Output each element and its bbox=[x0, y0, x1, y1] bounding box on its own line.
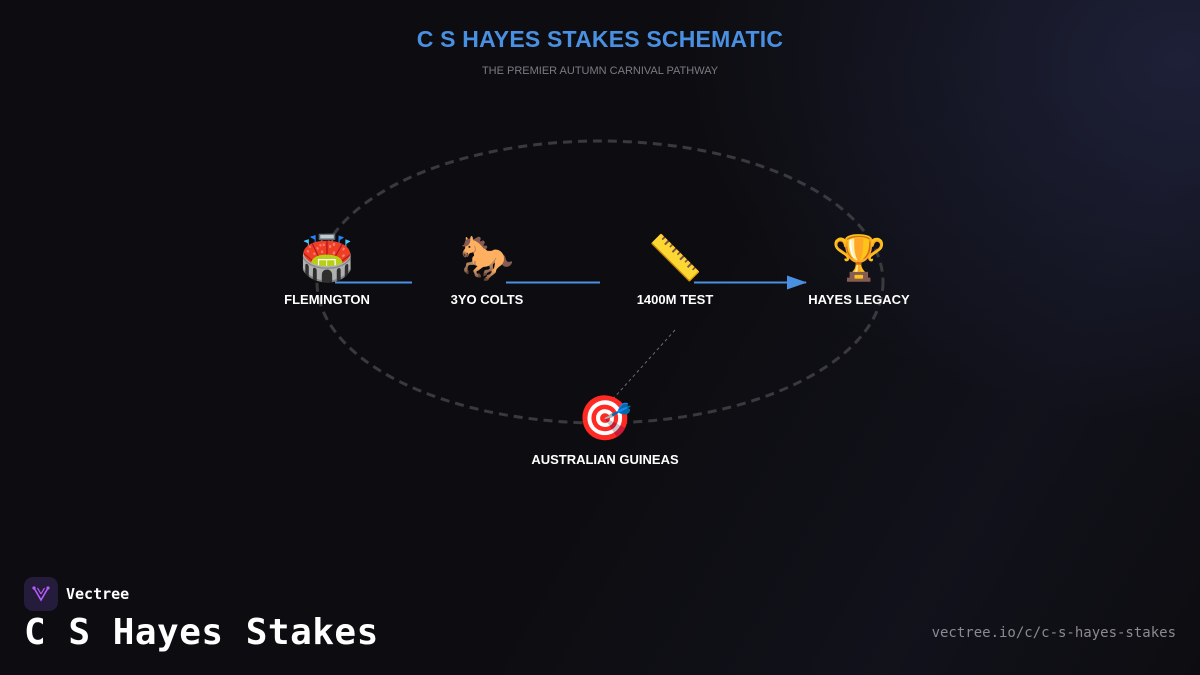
footer-title: C S Hayes Stakes bbox=[24, 612, 379, 653]
node-label-1400m-test: 1400M TEST bbox=[636, 292, 714, 307]
cycle-ellipse bbox=[315, 139, 885, 425]
node-label-3yo-colts: 3YO COLTS bbox=[450, 292, 524, 307]
node-label-flemington: FLEMINGTON bbox=[284, 292, 370, 307]
trophy-icon: 🏆 bbox=[831, 234, 887, 283]
stadium-icon: 🏟️ bbox=[299, 234, 355, 283]
page-title: C S HAYES STAKES SCHEMATIC bbox=[416, 26, 784, 52]
node-3yo-colts: 🐎 3YO COLTS bbox=[387, 234, 587, 307]
node-label-hayes-legacy: HAYES LEGACY bbox=[808, 292, 910, 307]
node-australian-guineas: 🎯 AUSTRALIAN GUINEAS bbox=[505, 394, 705, 467]
node-flemington: 🏟️ FLEMINGTON bbox=[227, 234, 427, 307]
target-icon: 🎯 bbox=[577, 394, 633, 443]
connector-test-guineas bbox=[611, 329, 676, 401]
vectree-logo-icon bbox=[24, 577, 58, 611]
node-hayes-legacy: 🏆 HAYES LEGACY bbox=[759, 234, 959, 307]
brand-name: Vectree bbox=[66, 585, 130, 603]
node-1400m-test: 📏 1400M TEST bbox=[575, 234, 775, 307]
node-label-australian-guineas: AUSTRALIAN GUINEAS bbox=[531, 452, 679, 467]
horse-icon: 🐎 bbox=[459, 234, 515, 283]
ruler-icon: 📏 bbox=[647, 234, 703, 283]
page-subtitle: THE PREMIER AUTUMN CARNIVAL PATHWAY bbox=[481, 65, 719, 77]
brand: Vectree bbox=[24, 577, 129, 611]
footer-url[interactable]: vectree.io/c/c-s-hayes-stakes bbox=[931, 625, 1176, 641]
